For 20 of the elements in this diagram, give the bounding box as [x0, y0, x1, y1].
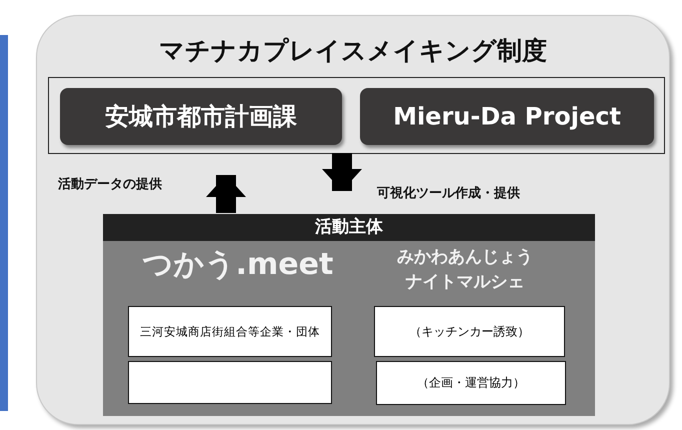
member-text: （企画・運営協力）	[416, 374, 526, 392]
member-box	[128, 361, 332, 404]
member-text: （キッチンカー誘致）	[408, 323, 530, 340]
dark-box	[360, 88, 654, 145]
edge-label: 活動データの提供	[58, 176, 162, 193]
block-arrow	[206, 175, 246, 213]
member-box	[376, 361, 566, 405]
member-text: 三河安城商店街組合等企業・団体	[139, 323, 321, 340]
block-arrow	[322, 153, 362, 191]
member-box	[128, 306, 332, 357]
actor-panel	[103, 214, 595, 416]
dark-box	[60, 88, 342, 145]
panel	[36, 15, 670, 425]
group-heading: つかう.meet	[142, 246, 334, 284]
member-box	[374, 306, 565, 357]
title: マチナカプレイスメイキング制度	[158, 35, 548, 67]
group-frame	[48, 77, 665, 154]
header-band: 活動主体	[103, 214, 595, 241]
group-heading: みかわあんじょうナイトマルシェ	[396, 246, 534, 294]
edge-label: 可視化ツール作成・提供	[377, 184, 520, 202]
